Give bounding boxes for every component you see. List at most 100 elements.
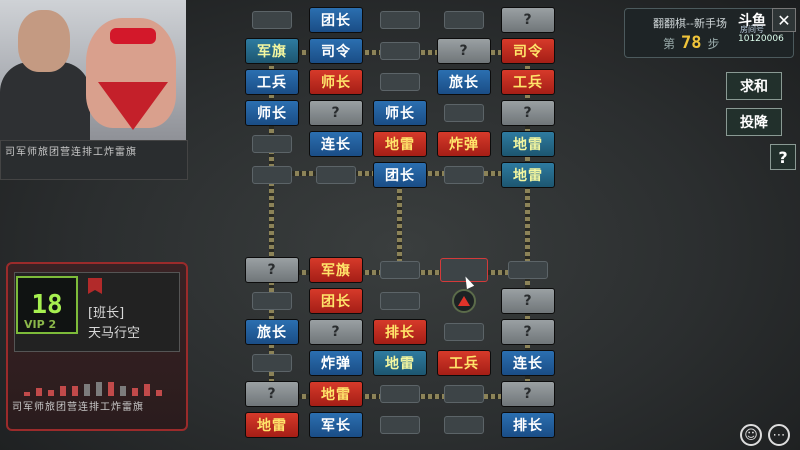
streamer-body	[0, 62, 90, 142]
streamer-head	[18, 10, 70, 72]
railway-center	[397, 182, 402, 262]
more-icon[interactable]: ⋯	[768, 424, 790, 446]
bar	[72, 386, 78, 396]
empty-slot[interactable]	[444, 385, 484, 403]
chess-piece[interactable]: 地雷	[245, 412, 299, 438]
chess-piece[interactable]: 地雷	[501, 131, 555, 157]
empty-slot[interactable]	[252, 354, 292, 372]
bar	[120, 386, 126, 396]
empty-slot[interactable]	[444, 104, 484, 122]
help-icon[interactable]: ?	[770, 144, 796, 170]
chess-piece[interactable]: 司令	[501, 38, 555, 64]
chess-piece[interactable]: 师长	[309, 69, 363, 95]
hidden-piece[interactable]: ?	[501, 319, 555, 345]
chess-piece[interactable]: 旅长	[437, 69, 491, 95]
draw-button[interactable]: 求和	[726, 72, 782, 100]
empty-slot[interactable]	[252, 135, 292, 153]
empty-slot[interactable]	[444, 323, 484, 341]
step-prefix: 第	[663, 37, 676, 51]
hidden-piece[interactable]: ?	[501, 381, 555, 407]
chess-piece[interactable]: 工兵	[437, 350, 491, 376]
rank-flag-icon	[88, 278, 102, 294]
chess-piece[interactable]: 地雷	[309, 381, 363, 407]
bar	[60, 386, 66, 396]
emoji-icon[interactable]: ☺	[740, 424, 762, 446]
hidden-piece[interactable]: ?	[501, 7, 555, 33]
bar	[132, 388, 138, 396]
vip-badge: VIP 2	[24, 318, 57, 331]
close-icon[interactable]: ✕	[772, 8, 796, 32]
chess-piece[interactable]: 工兵	[501, 69, 555, 95]
hidden-piece[interactable]: ?	[501, 100, 555, 126]
player-level-badge: 18	[16, 276, 78, 334]
hidden-piece[interactable]: ?	[501, 288, 555, 314]
bar	[48, 390, 54, 396]
douyu-logo-icon: 斗鱼	[738, 13, 766, 29]
chess-piece[interactable]: 司令	[309, 38, 363, 64]
empty-slot[interactable]	[508, 261, 548, 279]
hidden-piece[interactable]: ?	[245, 257, 299, 283]
room-id: 10120006	[738, 34, 784, 44]
chess-piece[interactable]: 旅长	[245, 319, 299, 345]
chess-piece[interactable]: 团长	[309, 288, 363, 314]
empty-slot[interactable]	[252, 166, 292, 184]
chess-piece[interactable]: 军旗	[245, 38, 299, 64]
chess-piece[interactable]: 军旗	[309, 257, 363, 283]
empty-slot[interactable]	[444, 166, 484, 184]
step-counter: 第 78 步	[663, 33, 720, 53]
railway-left	[269, 182, 274, 262]
player-rank-strip: 司军师旅团营连排工炸雷旗	[12, 402, 144, 413]
red-bow-icon	[110, 28, 156, 44]
chess-piece[interactable]: 连长	[309, 131, 363, 157]
empty-slot[interactable]	[316, 166, 356, 184]
hidden-piece[interactable]: ?	[309, 100, 363, 126]
chess-piece[interactable]: 排长	[373, 319, 427, 345]
chess-piece[interactable]: 排长	[501, 412, 555, 438]
move-arrow-icon[interactable]	[452, 289, 476, 313]
empty-slot[interactable]	[380, 73, 420, 91]
hidden-piece[interactable]: ?	[309, 319, 363, 345]
chess-piece[interactable]: 团长	[373, 162, 427, 188]
step-value: 78	[681, 33, 702, 53]
bar	[84, 384, 90, 396]
chess-piece[interactable]: 工兵	[245, 69, 299, 95]
game-mode-title: 翻翻棋--新手场	[653, 17, 727, 30]
bar	[108, 382, 114, 396]
empty-slot[interactable]	[252, 11, 292, 29]
surrender-button[interactable]: 投降	[726, 108, 782, 136]
chess-piece[interactable]: 地雷	[373, 131, 427, 157]
chess-piece[interactable]: 炸弹	[309, 350, 363, 376]
player-name: 天马行空	[88, 326, 141, 341]
empty-slot[interactable]	[380, 11, 420, 29]
hidden-piece[interactable]: ?	[437, 38, 491, 64]
bar	[36, 388, 42, 396]
railway-right	[525, 182, 530, 262]
empty-slot[interactable]	[380, 292, 420, 310]
bar	[144, 384, 150, 396]
hidden-piece[interactable]: ?	[245, 381, 299, 407]
chess-piece[interactable]: 师长	[373, 100, 427, 126]
empty-slot[interactable]	[252, 292, 292, 310]
empty-slot[interactable]	[444, 416, 484, 434]
chess-piece[interactable]: 地雷	[373, 350, 427, 376]
empty-slot[interactable]	[380, 385, 420, 403]
room-label: 房间号	[740, 25, 764, 34]
chess-piece[interactable]: 连长	[501, 350, 555, 376]
step-suffix: 步	[707, 37, 720, 51]
bar	[96, 382, 102, 396]
opponent-rank-strip: 司军师旅团营连排工炸雷旗	[5, 147, 137, 158]
highlighted-slot[interactable]	[440, 258, 488, 282]
empty-slot[interactable]	[444, 11, 484, 29]
chess-piece[interactable]: 炸弹	[437, 131, 491, 157]
empty-slot[interactable]	[380, 42, 420, 60]
chess-piece[interactable]: 团长	[309, 7, 363, 33]
bar	[156, 390, 162, 396]
chess-piece[interactable]: 军长	[309, 412, 363, 438]
game-info-panel: 翻翻棋--新手场 第 78 步	[624, 8, 794, 58]
empty-slot[interactable]	[380, 261, 420, 279]
player-rank: [班长]	[88, 306, 125, 321]
empty-slot[interactable]	[380, 416, 420, 434]
chess-piece[interactable]: 师长	[245, 100, 299, 126]
chess-piece[interactable]: 地雷	[501, 162, 555, 188]
bar	[24, 392, 30, 396]
